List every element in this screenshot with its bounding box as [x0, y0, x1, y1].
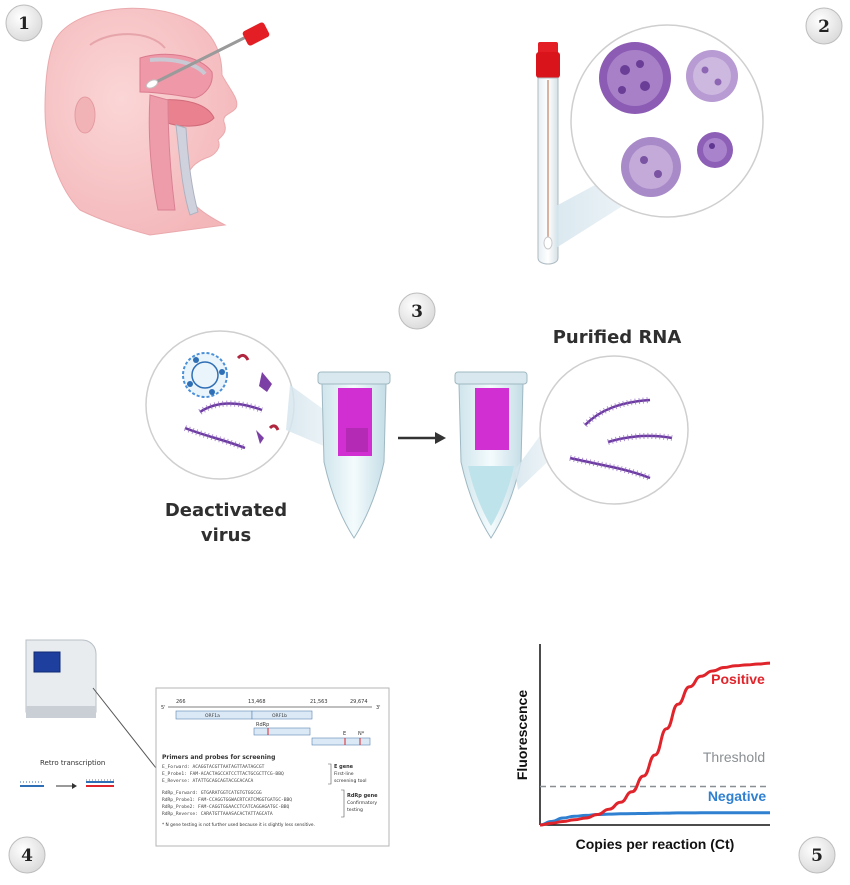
svg-text:E_Forward: ACAGGTACGTTAATAGTTA: E_Forward: ACAGGTACGTTAATAGTTAATAGCGT [162, 764, 265, 770]
legend-positive: Positive [711, 671, 765, 687]
e-primer-seq: ATATTGCAGCAGTACGCACACA [192, 778, 253, 784]
rdrp-primer-name: RdRp_Probe2: [162, 804, 195, 810]
rdrp-label: RdRp [256, 722, 269, 728]
deactivated-virus-label-line1: Deactivated [165, 500, 287, 521]
sample-tube [536, 42, 560, 265]
step-number-2: 2 [818, 17, 830, 37]
virus-particle [621, 137, 681, 197]
deactivated-virus-magnifier [145, 330, 295, 480]
svg-text:RdRp_Probe1: FAM-CCAGGTGGWACRT: RdRp_Probe1: FAM-CCAGGTGGWACRTCATCMGGTGA… [162, 797, 292, 803]
retro-transcription-icon [20, 779, 114, 789]
virus-magnifier [570, 24, 764, 218]
step-badge-3: 3 [398, 292, 436, 330]
series-line-positive [539, 661, 771, 827]
svg-text:RdRp_Reverse: CARATGTTAAASACAC: RdRp_Reverse: CARATGTTAAASACACTATTAGCATA [162, 811, 273, 817]
e-gene-title: E gene [334, 764, 354, 770]
genome-pos-21563: 21,563 [310, 699, 328, 705]
amplification-chart: Positive Threshold Negative Copies per r… [514, 644, 771, 852]
genome-end-3: 3' [376, 705, 381, 711]
e-primer-list: E_Forward: ACAGGTACGTTAATAGTTAATAGCGT E_… [162, 764, 284, 784]
purified-rna-label: Purified RNA [553, 327, 682, 348]
rdrp-gene-title: RdRp gene [347, 793, 378, 799]
step-number-3: 3 [411, 302, 423, 322]
rdrp-primer-seq: GTGARATGGTCATGTGTGGCGG [201, 790, 262, 796]
e-primer-name: E_Probe1: [162, 771, 187, 777]
series-line-negative [539, 811, 770, 827]
genome-pos-13468: 13,468 [248, 699, 266, 705]
spin-column-tube-left [317, 371, 391, 539]
e-primer-seq: FAM-ACACTAGCCATCCTTACTGCGCTTCG-BBQ [190, 771, 284, 777]
deactivated-virus-label-line2: virus [201, 525, 251, 546]
arrow-right-icon [398, 432, 446, 444]
genome-pos-266: 266 [176, 699, 186, 705]
virus-particle [697, 132, 733, 168]
e-primer-seq: ACAGGTACGTTAATAGTTAATAGCGT [192, 764, 264, 770]
virus-particle [599, 42, 671, 114]
rdrp-primer-seq: FAM-CAGGTGGAACCTCATCAGGAGATGC-BBQ [198, 804, 290, 810]
svg-text:RdRp_Probe2: FAM-CAGGTGGAACCTC: RdRp_Probe2: FAM-CAGGTGGAACCTCATCAGGAGAT… [162, 804, 289, 810]
step-badge-1: 1 [5, 4, 43, 42]
rdrp-primer-name: RdRp_Forward: [162, 790, 198, 796]
rdrp-primer-list: RdRp_Forward: GTGARATGGTCATGTGTGGCGG RdR… [162, 790, 292, 817]
step-number-5: 5 [811, 846, 823, 866]
n-gene-marker: N* [358, 731, 365, 737]
legend-negative: Negative [708, 788, 767, 804]
e-gene-line2: screening tool [334, 778, 367, 784]
step-number-1: 1 [18, 14, 30, 34]
legend-threshold: Threshold [703, 749, 765, 765]
purified-rna-magnifier [539, 355, 689, 505]
pcr-instrument [25, 639, 97, 718]
step-number-4: 4 [21, 846, 33, 866]
swab-stick [145, 22, 270, 89]
rdrp-gene-line2: testing [347, 807, 363, 813]
x-axis-label: Copies per reaction (Ct) [576, 836, 735, 852]
svg-text:RdRp_Forward: GTGARATGGTCATGTG: RdRp_Forward: GTGARATGGTCATGTGTGGCGG [162, 790, 262, 796]
y-axis-label: Fluorescence [514, 690, 530, 780]
e-gene-marker: E [343, 731, 346, 737]
primers-title: Primers and probes for screening [162, 754, 275, 761]
orf1b-label: ORF1b [272, 713, 287, 719]
head-profile-illustration [44, 7, 238, 236]
rdrp-primer-seq: FAM-CCAGGTGGWACRTCATCMGGTGATGC-BBQ [198, 797, 292, 803]
retro-transcription-label: Retro transcription [40, 759, 105, 767]
rdrp-primer-name: RdRp_Probe1: [162, 797, 195, 803]
spin-column-tube-right [454, 371, 528, 539]
step-badge-4: 4 [8, 836, 46, 874]
e-primer-name: E_Reverse: [162, 778, 190, 784]
orf1a-label: ORF1a [205, 713, 220, 719]
step-badge-5: 5 [798, 836, 836, 874]
rdrp-primer-seq: CARATGTTAAASACACTATTAGCATA [201, 811, 273, 817]
svg-text:E_Probe1: FAM-ACACTAGCCATCCTTA: E_Probe1: FAM-ACACTAGCCATCCTTACTGCGCTTCG… [162, 771, 284, 777]
virus-particle [686, 50, 738, 102]
rdrp-gene-line1: Confirmatory [347, 800, 377, 806]
svg-text:E_Reverse: ATATTGCAGCAGTACGCAC: E_Reverse: ATATTGCAGCAGTACGCACACA [162, 778, 254, 784]
rdrp-primer-name: RdRp_Reverse: [162, 811, 198, 817]
e-primer-name: E_Forward: [162, 764, 190, 770]
step-badge-2: 2 [805, 7, 843, 45]
genome-pos-29674: 29,674 [350, 699, 368, 705]
genome-end-5: 5' [161, 705, 166, 711]
e-gene-line1: First-line [334, 771, 354, 777]
callout-line [92, 687, 157, 769]
primer-card: 266 13,468 21,563 29,674 5' 3' ORF1a ORF… [155, 687, 390, 847]
footnote: * N gene testing is not further used bec… [162, 822, 315, 828]
